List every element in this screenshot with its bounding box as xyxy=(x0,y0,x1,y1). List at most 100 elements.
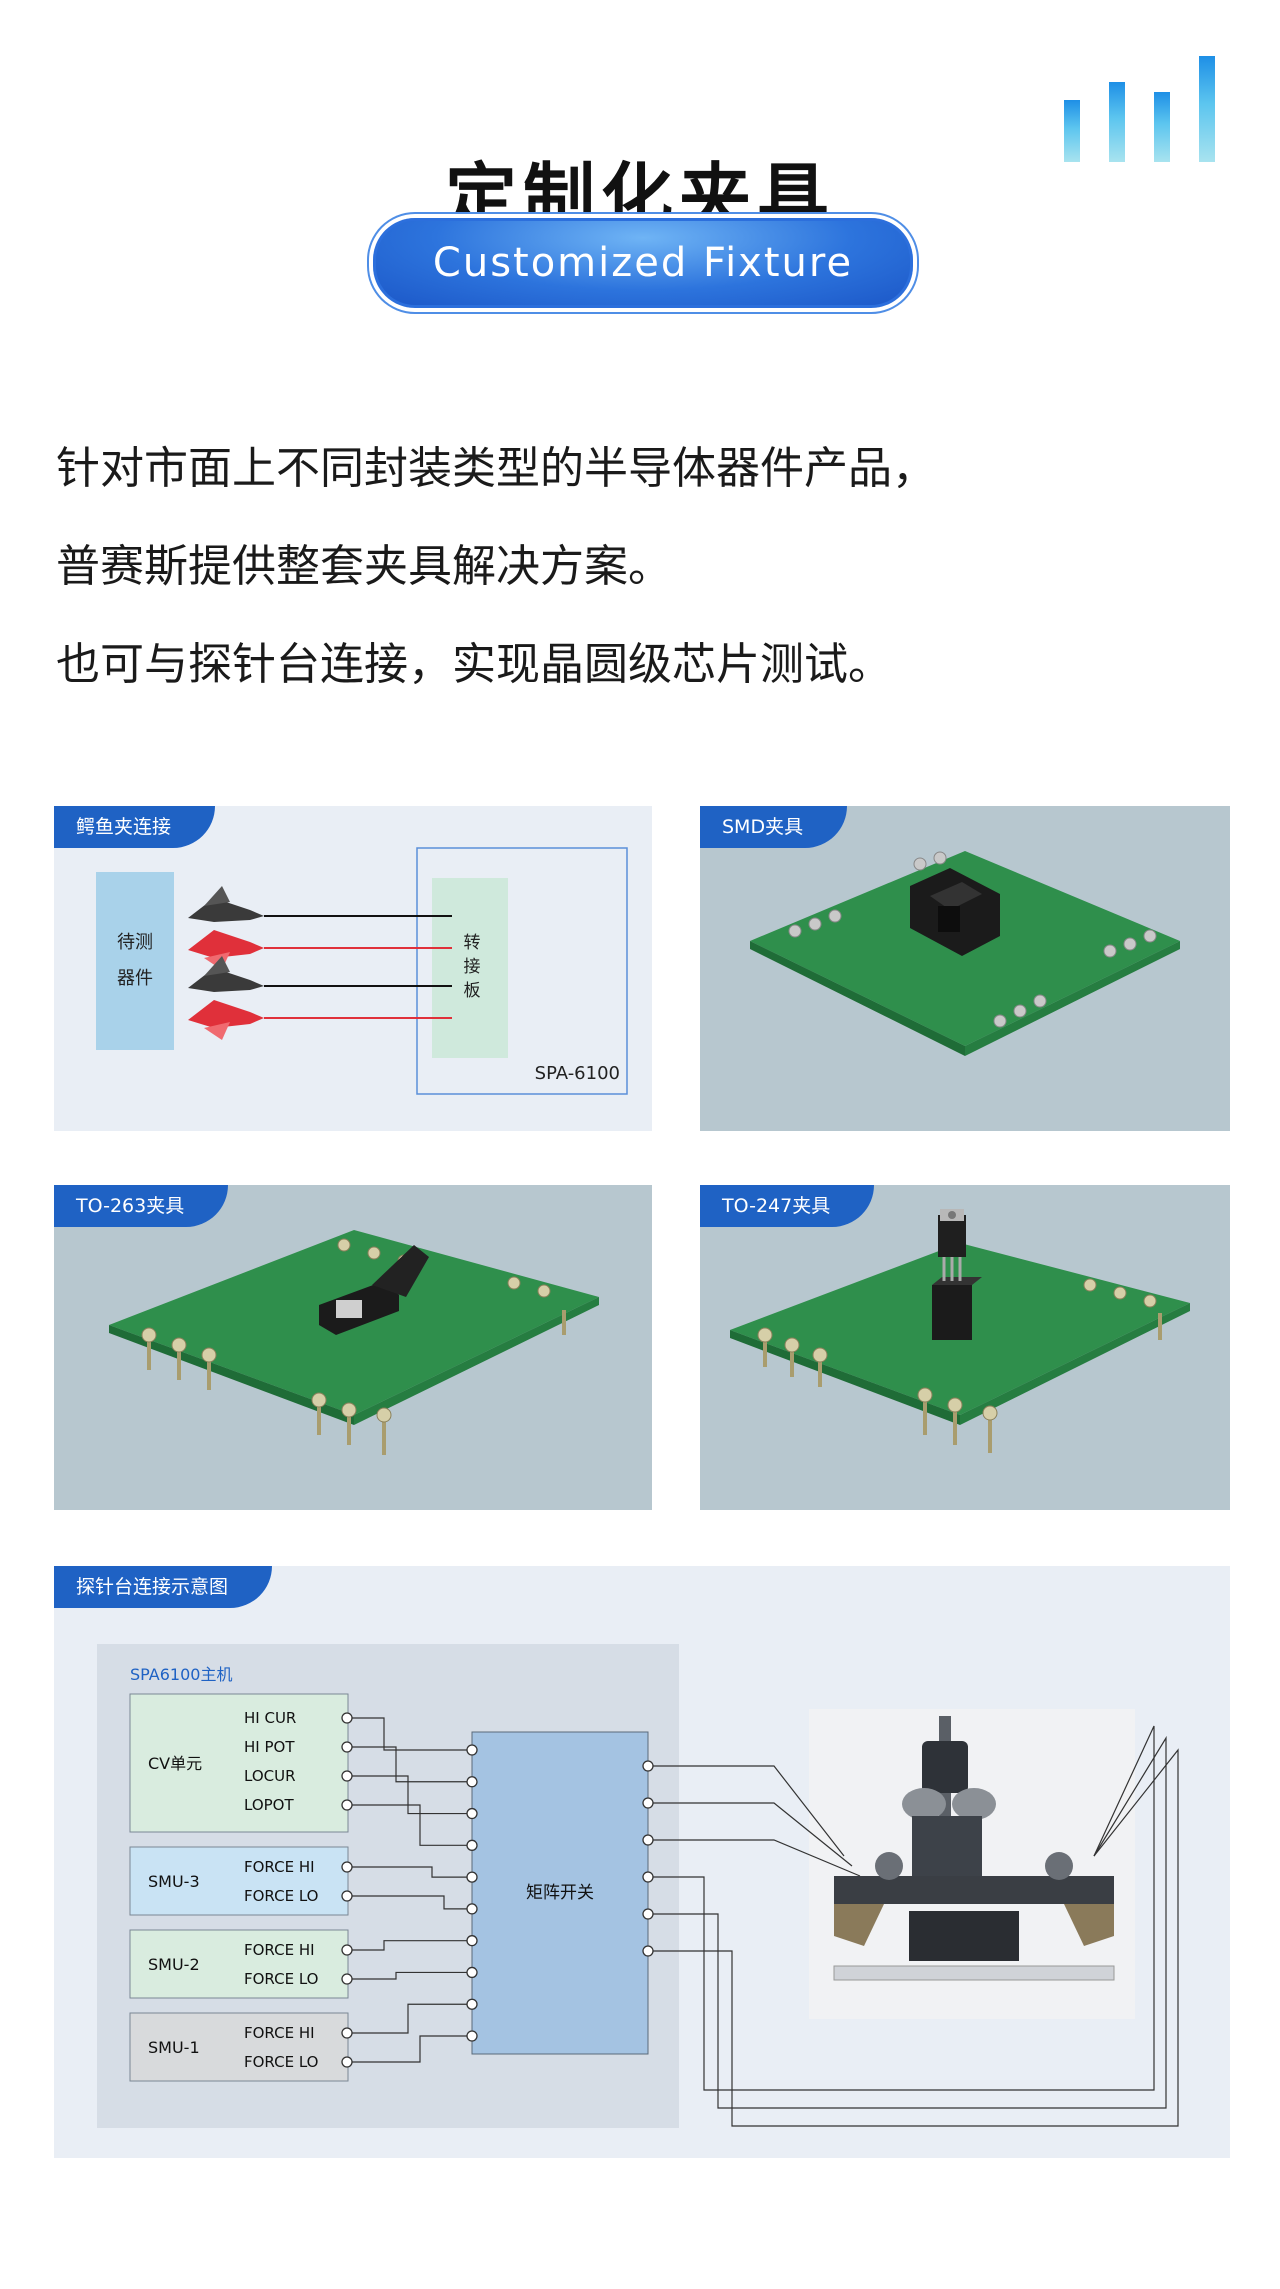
probe-tag: 探针台连接示意图 xyxy=(54,1566,273,1608)
matrix-output-terminal xyxy=(642,1797,654,1809)
smd-fixture-image xyxy=(750,851,1180,1056)
connection-wire xyxy=(352,1717,467,1751)
board-label-1: 转 xyxy=(464,933,481,953)
bar xyxy=(1064,100,1080,162)
matrix-switch xyxy=(471,1731,649,2055)
matrix-input-terminal xyxy=(466,1903,478,1915)
output-wire xyxy=(653,1765,845,1857)
adapter-board xyxy=(432,878,508,1058)
bar xyxy=(1109,82,1125,162)
smd-panel: SMD夹具 xyxy=(700,806,1230,1131)
signal-bars-decoration xyxy=(1064,54,1224,162)
unit-name: CV单元 xyxy=(148,1754,202,1773)
port-label: FORCE HI xyxy=(244,1941,315,1959)
model-label: SPA-6100 xyxy=(535,1063,620,1084)
matrix-input-terminal xyxy=(466,1935,478,1947)
alligator-diagram: 待测 器件 转 接 板 SPA-6100 xyxy=(96,847,628,1095)
to263-fixture-image xyxy=(109,1230,599,1455)
title-badge: Customized Fixture xyxy=(373,218,913,308)
clip-black-icon xyxy=(188,886,264,922)
title-english: Customized Fixture xyxy=(432,240,854,286)
port-terminal xyxy=(341,1973,353,1985)
smd-socket-icon xyxy=(910,868,1000,956)
matrix-input-terminal xyxy=(466,1871,478,1883)
connection-wire xyxy=(352,1746,467,1783)
port-label: FORCE HI xyxy=(244,1858,315,1876)
port-terminal xyxy=(341,1712,353,1724)
to247-panel: TO-247夹具 xyxy=(700,1185,1230,1510)
connection-wire xyxy=(352,2003,467,2034)
connection-wire xyxy=(352,1940,467,1951)
output-wire xyxy=(653,1725,1155,2091)
unit-name: SMU-2 xyxy=(148,1955,200,1974)
port-label: FORCE LO xyxy=(244,1970,318,1988)
intro-text: 针对市面上不同封装类型的半导体器件产品， 普赛斯提供整套夹具解决方案。 也可与探… xyxy=(56,420,1236,714)
bar xyxy=(1154,92,1170,162)
output-wire xyxy=(653,1802,853,1867)
output-wire xyxy=(653,1748,1179,2127)
port-label: FORCE LO xyxy=(244,2053,318,2071)
port-terminal xyxy=(341,1770,353,1782)
clip-black-icon xyxy=(188,956,264,992)
intro-line: 普赛斯提供整套夹具解决方案。 xyxy=(56,541,672,592)
clip-red-icon xyxy=(188,1000,264,1040)
port-label: HI CUR xyxy=(244,1709,296,1727)
to247-tag: TO-247夹具 xyxy=(700,1185,875,1227)
matrix-input-terminal xyxy=(466,1839,478,1851)
device-label-1: 待测 xyxy=(117,932,153,953)
matrix-input-terminal xyxy=(466,1744,478,1756)
matrix-label: 矩阵开关 xyxy=(526,1883,594,1903)
port-label: HI POT xyxy=(244,1738,295,1756)
probe-panel: SPA6100主机 CV单元 SMU-3 SMU-2 SMU-1 HI CUR H… xyxy=(54,1566,1230,2158)
port-terminal xyxy=(341,2027,353,2039)
probe-connection-diagram: SPA6100主机 CV单元 SMU-3 SMU-2 SMU-1 HI CUR H… xyxy=(97,1644,1179,2128)
unit-smu2 xyxy=(129,1929,349,1999)
bar xyxy=(1199,56,1215,162)
connection-wire xyxy=(352,1971,467,1980)
unit-name: SMU-1 xyxy=(148,2038,200,2057)
port-label: FORCE HI xyxy=(244,2024,315,2042)
matrix-output-terminal xyxy=(642,1871,654,1883)
page-title: 定制化夹具 xyxy=(444,155,835,222)
connection-wire xyxy=(352,1866,467,1878)
matrix-output-terminal xyxy=(642,1908,654,1920)
port-label: LOPOT xyxy=(244,1796,294,1814)
to263-tag: TO-263夹具 xyxy=(54,1185,229,1227)
port-terminal xyxy=(341,1890,353,1902)
port-terminal xyxy=(341,1799,353,1811)
matrix-output-terminal xyxy=(642,1834,654,1846)
to263-clamp-icon xyxy=(319,1245,429,1335)
adapter-frame xyxy=(416,847,628,1095)
matrix-input-terminal xyxy=(466,1966,478,1979)
port-terminal xyxy=(341,2056,353,2068)
unit-name: SMU-3 xyxy=(148,1872,200,1891)
pins xyxy=(788,851,1157,1028)
connection-wire xyxy=(352,2035,467,2063)
board-label-2: 接 xyxy=(464,957,481,977)
port-terminal xyxy=(341,1741,353,1753)
device-block xyxy=(96,872,174,1050)
matrix-input-terminal xyxy=(466,1807,478,1820)
alligator-panel: 待测 器件 转 接 板 SPA-6100 鳄鱼夹连接 xyxy=(54,806,652,1131)
host-label: SPA6100主机 xyxy=(130,1665,232,1684)
intro-line: 也可与探针台连接，实现晶圆级芯片测试。 xyxy=(56,639,892,690)
matrix-output-terminal xyxy=(642,1945,654,1957)
probe-station-image xyxy=(809,1709,1135,2019)
connection-wire xyxy=(352,1895,467,1910)
connection-wire xyxy=(352,1775,467,1815)
port-terminal xyxy=(341,1861,353,1873)
unit-smu1 xyxy=(129,2012,349,2082)
to247-socket-icon xyxy=(932,1209,982,1340)
board-label-3: 板 xyxy=(464,981,481,1001)
to247-fixture-image xyxy=(730,1209,1190,1453)
port-label: LOCUR xyxy=(244,1767,296,1785)
smd-tag: SMD夹具 xyxy=(700,806,848,848)
matrix-input-terminal xyxy=(466,1998,478,2010)
port-terminal xyxy=(341,1944,353,1956)
output-wire xyxy=(653,1735,1167,2109)
matrix-input-terminal xyxy=(466,1776,478,1788)
matrix-input-terminal xyxy=(466,2030,478,2042)
unit-smu3 xyxy=(129,1846,349,1916)
port-label: FORCE LO xyxy=(244,1887,318,1905)
connection-wire xyxy=(352,1804,467,1846)
